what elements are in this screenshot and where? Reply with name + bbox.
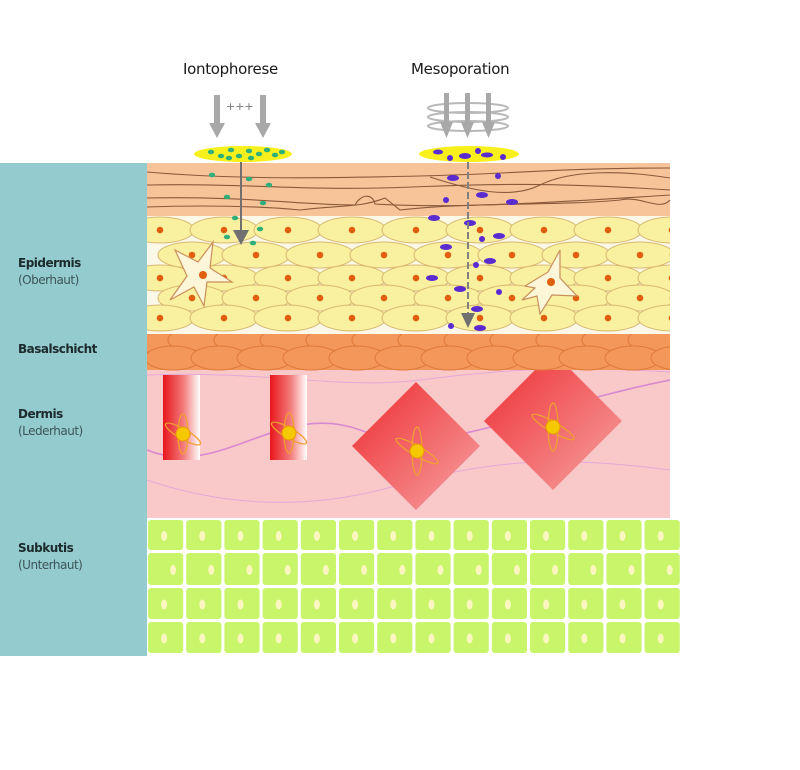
layer-labels-panel: Epidermis (Oberhaut) Basalschicht Dermis… bbox=[0, 163, 147, 656]
arrow-down-icon bbox=[233, 230, 249, 245]
label-epidermis: Epidermis (Oberhaut) bbox=[18, 256, 81, 287]
blood-vessel bbox=[163, 375, 307, 460]
dermis-layer bbox=[146, 352, 671, 518]
stratum-corneum bbox=[146, 163, 671, 216]
mesoporation-title: Mesoporation bbox=[411, 60, 510, 78]
iontophorese-title: Iontophorese bbox=[183, 60, 278, 78]
label-dermis: Dermis (Lederhaut) bbox=[18, 407, 83, 438]
subcutis-layer bbox=[147, 518, 680, 656]
label-subkutis: Subkutis (Unterhaut) bbox=[18, 541, 83, 572]
iontophorese-applicator: +++ bbox=[194, 95, 292, 246]
epidermis-layer bbox=[147, 212, 670, 334]
mesoporation-applicator bbox=[419, 93, 519, 331]
label-basalschicht: Basalschicht bbox=[18, 342, 97, 356]
arrow-down-icon bbox=[461, 313, 475, 328]
plus-charge-symbols: +++ bbox=[226, 100, 254, 113]
basal-layer bbox=[147, 327, 670, 371]
